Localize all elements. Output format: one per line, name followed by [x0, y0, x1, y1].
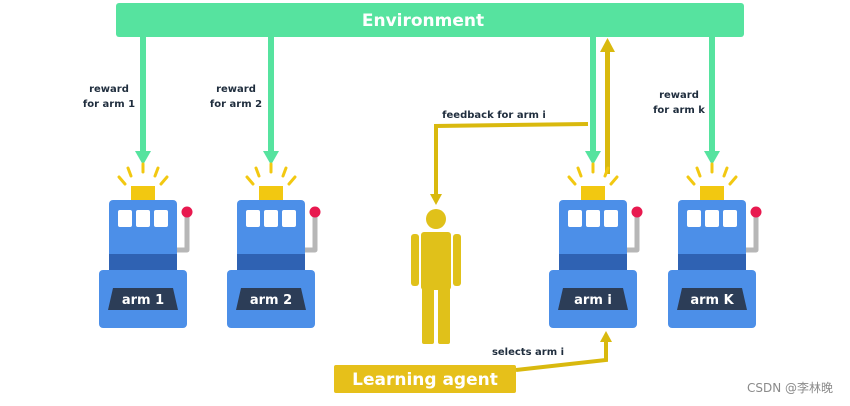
reward-arrow-arm-k — [704, 37, 720, 165]
reward-label-arm-2-line1: reward — [216, 84, 256, 95]
reward-label-arm-1-line1: reward — [89, 84, 129, 95]
reward-label-arm-k-line2: for arm k — [653, 105, 705, 116]
reward-arrow-arm-i — [585, 37, 601, 165]
selects-label: selects arm i — [492, 347, 564, 358]
reward-label-arm-k-line1: reward — [659, 90, 699, 101]
machine-label-arm-1: arm 1 — [122, 293, 164, 308]
slot-machine-arm-2: arm 2 — [227, 164, 321, 328]
reward-label-arm-2-line2: for arm 2 — [210, 99, 262, 110]
reward-arrow-arm-1 — [135, 37, 151, 165]
machine-label-arm-2: arm 2 — [250, 293, 292, 308]
agent-person-icon — [411, 209, 461, 344]
environment-label: Environment — [362, 11, 484, 31]
environment-bar — [116, 3, 744, 37]
machine-label-arm-i: arm i — [574, 293, 612, 308]
machine-label-arm-k: arm K — [690, 293, 734, 308]
feedback-arrow — [430, 122, 589, 205]
reward-arrow-arm-2 — [263, 37, 279, 165]
select-arrow — [515, 331, 612, 372]
slot-machine-arm-k: arm K — [668, 164, 762, 328]
watermark: CSDN @李林晚 — [747, 380, 833, 395]
agent-bar — [334, 365, 516, 393]
feedback-label: feedback for arm i — [442, 110, 546, 121]
action-arrow-to-environment — [600, 38, 615, 174]
reward-label-arm-1-line2: for arm 1 — [83, 99, 135, 110]
agent-label: Learning agent — [352, 370, 498, 390]
slot-machine-arm-i: arm i — [549, 164, 643, 328]
slot-machine-arm-1: arm 1 — [99, 164, 193, 328]
